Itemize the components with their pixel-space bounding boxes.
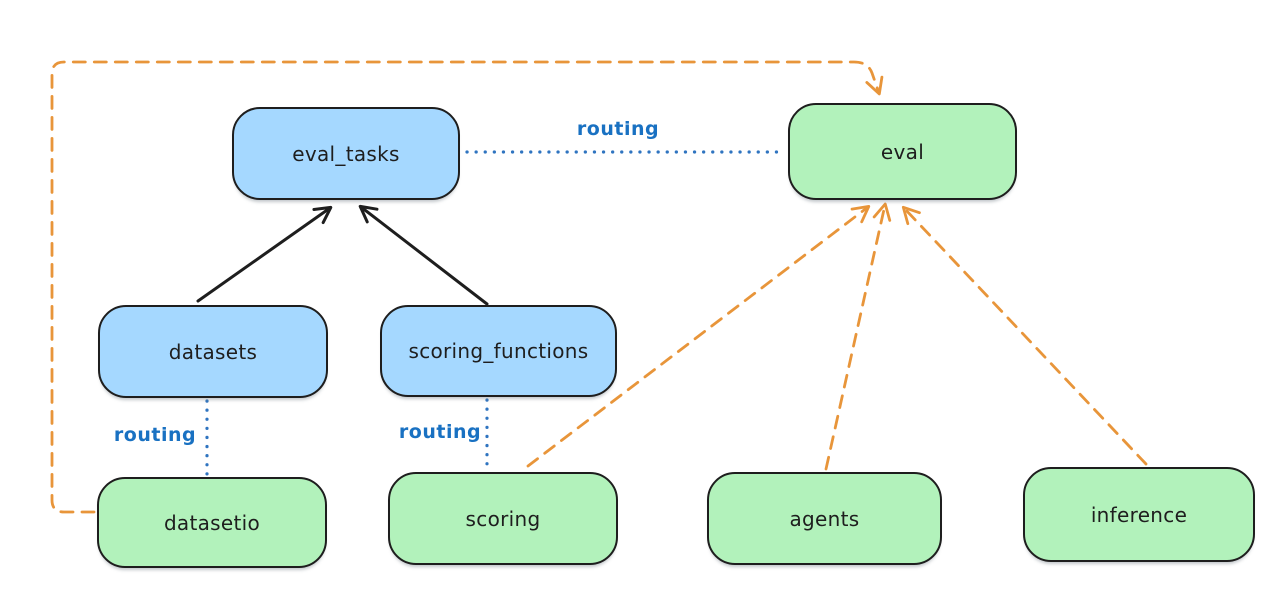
node-eval-tasks-label: eval_tasks	[292, 141, 400, 166]
node-datasets-label: datasets	[168, 339, 258, 364]
edge-agents-to-eval	[824, 202, 892, 471]
node-scoring-label: scoring	[465, 506, 541, 531]
edge-scoring-to-eval	[526, 204, 871, 468]
node-datasets: datasets	[98, 305, 328, 398]
routing-label-datasets-datasetio: routing	[113, 424, 197, 446]
node-agents-label: agents	[789, 506, 860, 531]
node-scoring-functions: scoring_functions	[380, 305, 617, 397]
edge-datasets-to-eval-tasks	[196, 205, 333, 303]
node-scoring-functions-label: scoring_functions	[408, 339, 589, 363]
edge-datasetio-to-eval-loop	[50, 60, 884, 514]
edge-inference-to-eval	[901, 205, 1148, 466]
edge-scoring-functions-to-eval-tasks	[358, 204, 489, 306]
node-agents: agents	[707, 472, 942, 565]
node-datasetio: datasetio	[97, 477, 327, 568]
node-scoring: scoring	[388, 472, 618, 565]
node-inference: inference	[1023, 467, 1255, 562]
routing-label-eval-tasks-eval: routing	[576, 118, 660, 140]
node-eval-tasks: eval_tasks	[232, 107, 460, 200]
node-datasetio-label: datasetio	[163, 510, 261, 535]
node-inference-label: inference	[1090, 502, 1188, 527]
node-eval: eval	[788, 103, 1017, 200]
node-eval-label: eval	[880, 139, 925, 164]
routing-label-scoring-functions-scoring: routing	[398, 421, 482, 443]
